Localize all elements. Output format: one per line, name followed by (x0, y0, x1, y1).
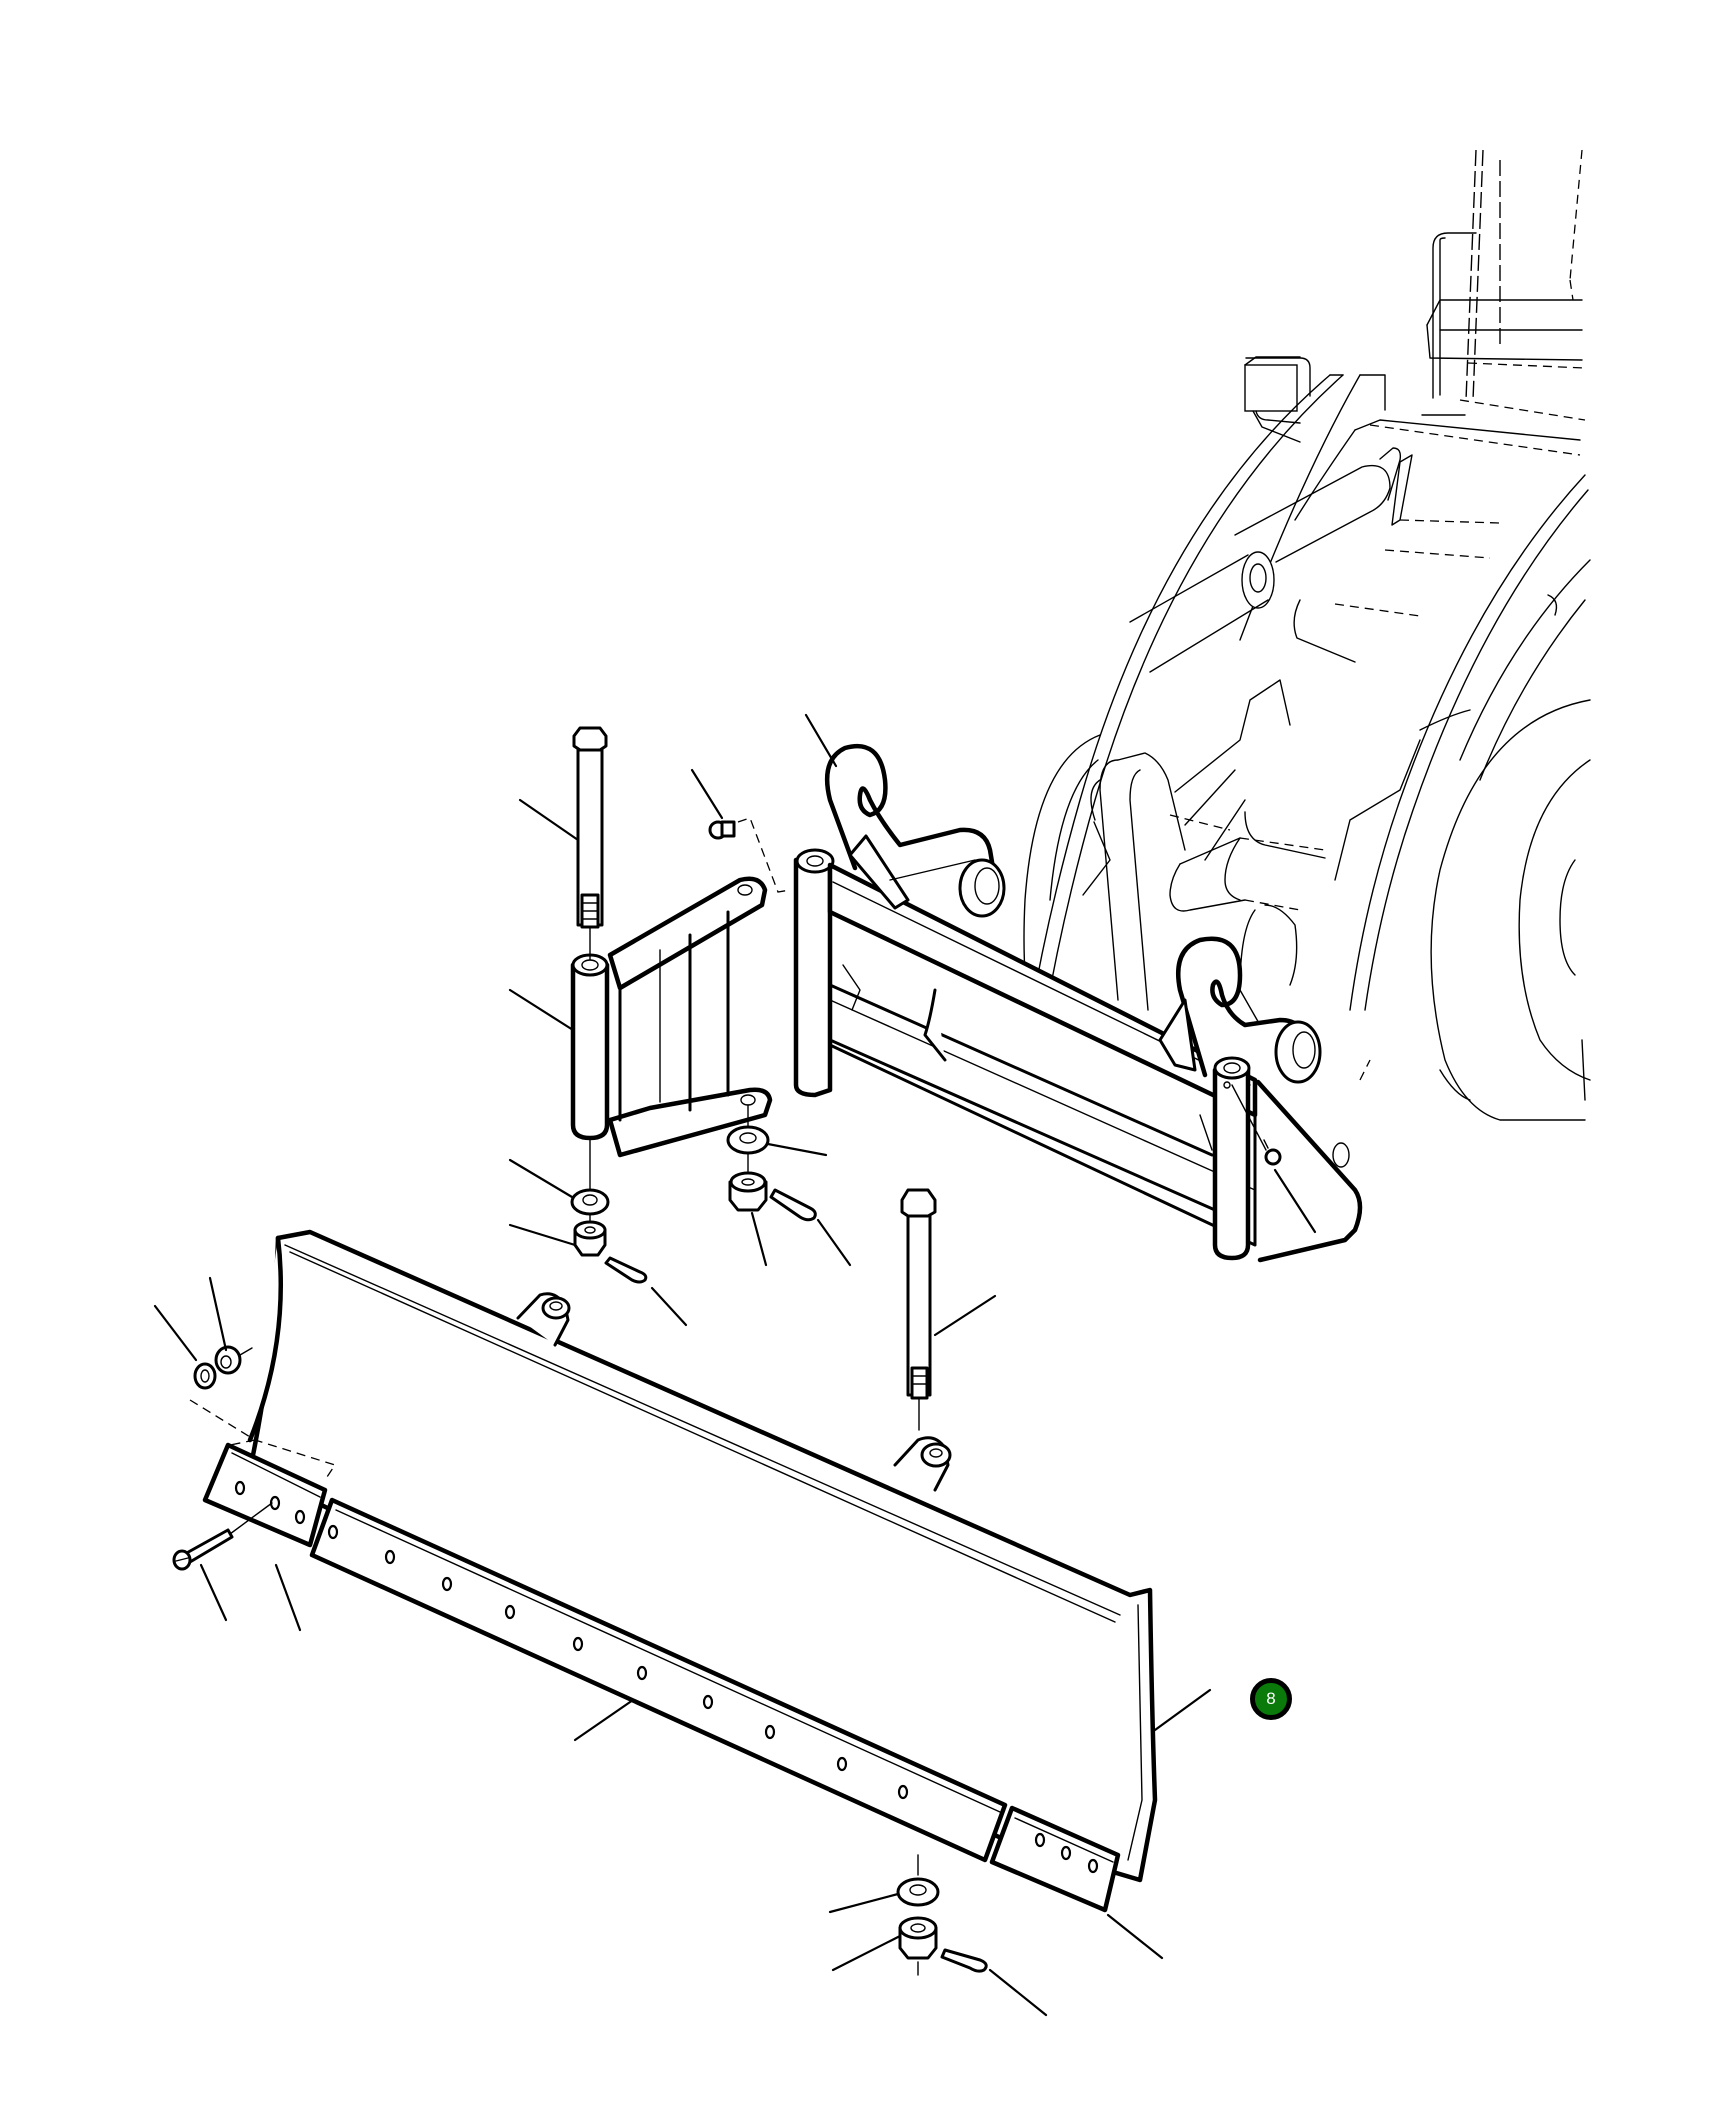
loader-vehicle (1019, 149, 1591, 1121)
pivot-pin-lower (900, 1188, 937, 1431)
callout-marker-label: 8 (1266, 1689, 1276, 1708)
hardware-bottom (896, 1854, 988, 1976)
leader-lines (153, 713, 1317, 2017)
dozer-blade (189, 1229, 1158, 1913)
pivot-pin-upper (572, 726, 608, 961)
hardware-right (726, 1104, 817, 1222)
quick-coupler-frame (793, 743, 1363, 1263)
callout-marker-8[interactable]: 8 (1250, 1678, 1292, 1720)
plow-bolt-set (172, 1345, 273, 1571)
grease-nipple-upper (708, 817, 791, 893)
pivot-bracket (570, 876, 773, 1158)
hardware-left (570, 1139, 648, 1284)
